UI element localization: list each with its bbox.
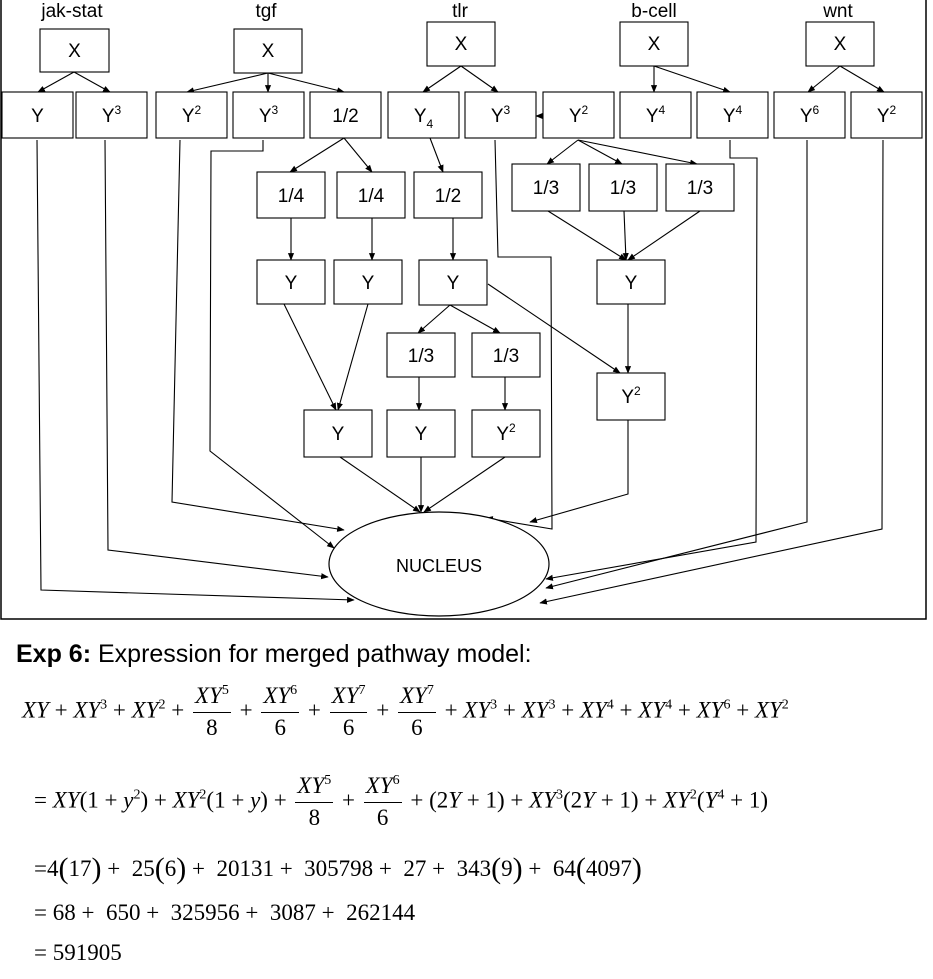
- svg-text:Y2: Y2: [569, 103, 589, 127]
- svg-text:Y: Y: [31, 106, 44, 127]
- svg-text:Y: Y: [332, 424, 345, 445]
- diagram-frame: [0, 0, 927, 620]
- expression-line-3: =4(17) + 25(6) + 20131 + 305798 + 27 + 3…: [34, 852, 642, 885]
- svg-text:X: X: [68, 41, 81, 62]
- svg-text:1/2: 1/2: [332, 106, 358, 127]
- node-third: 1/3: [511, 163, 581, 212]
- svg-text:1/2: 1/2: [435, 186, 461, 207]
- node-third: 1/3: [386, 332, 456, 378]
- node-y6: Y6: [773, 91, 846, 139]
- svg-text:Y2: Y2: [496, 421, 516, 445]
- svg-text:Y: Y: [447, 273, 460, 294]
- node-y3: Y3: [464, 91, 537, 139]
- node-half: 1/2: [309, 91, 382, 139]
- svg-text:1/3: 1/3: [493, 346, 519, 367]
- node-y2: Y2: [596, 372, 666, 421]
- expression-heading-text: Expression for merged pathway model:: [97, 640, 532, 668]
- node-quarter: 1/4: [256, 171, 326, 219]
- svg-text:X: X: [262, 41, 275, 62]
- svg-text:Y: Y: [415, 424, 428, 445]
- svg-text:1/3: 1/3: [533, 178, 559, 199]
- svg-text:Y6: Y6: [800, 103, 820, 127]
- node-y: Y: [1, 91, 74, 139]
- node-y4: Y4: [387, 91, 460, 139]
- nucleus-node: NUCLEUS: [328, 511, 550, 617]
- svg-text:Y: Y: [362, 273, 375, 294]
- svg-text:X: X: [834, 34, 847, 55]
- pathway-diagram: jak-stat tgf tlr b-cell wnt: [0, 0, 927, 620]
- node-x-b-cell: X: [619, 21, 689, 67]
- pathway-label-jak-stat: jak-stat: [40, 1, 103, 22]
- node-third: 1/3: [665, 163, 735, 212]
- node-y2: Y2: [471, 409, 541, 458]
- expression-line-5: = 591905: [34, 940, 122, 965]
- connector-lines: [36, 65, 885, 605]
- node-x-tgf: X: [233, 28, 303, 74]
- svg-text:1/4: 1/4: [278, 186, 305, 207]
- svg-text:X: X: [455, 34, 468, 55]
- node-y4: Y4: [696, 91, 769, 139]
- node-y3: Y3: [75, 91, 148, 139]
- svg-text:X: X: [648, 34, 661, 55]
- node-y: Y: [596, 259, 666, 305]
- svg-text:Y2: Y2: [877, 103, 897, 127]
- node-y2: Y2: [542, 91, 615, 139]
- expression-line-4: = 68 + 650 + 325956 + 3087 + 262144: [34, 900, 416, 925]
- svg-text:Y4: Y4: [723, 103, 743, 127]
- node-y: Y: [303, 409, 373, 458]
- node-y2: Y2: [155, 91, 228, 139]
- svg-text:Y3: Y3: [259, 103, 279, 127]
- svg-text:1/4: 1/4: [358, 186, 385, 207]
- node-y4: Y4: [619, 91, 692, 139]
- svg-text:Y2: Y2: [621, 384, 641, 408]
- pathway-label-tlr: tlr: [452, 1, 469, 22]
- node-x-jak-stat: X: [39, 28, 110, 73]
- pathway-label-wnt: wnt: [822, 1, 853, 22]
- nucleus-label: NUCLEUS: [396, 556, 482, 576]
- node-y: Y: [386, 409, 456, 458]
- node-y: Y: [418, 259, 488, 306]
- node-y2: Y2: [850, 91, 923, 139]
- node-third: 1/3: [471, 332, 541, 378]
- node-x-tlr: X: [426, 21, 496, 67]
- node-y: Y: [333, 259, 403, 305]
- pathway-label-b-cell: b-cell: [631, 1, 676, 22]
- node-third: 1/3: [588, 163, 658, 212]
- svg-text:Y4: Y4: [646, 103, 666, 127]
- svg-text:Y3: Y3: [491, 103, 511, 127]
- svg-text:1/3: 1/3: [687, 178, 713, 199]
- expression-heading: Exp 6: Expression for merged pathway mod…: [16, 640, 532, 669]
- expression-heading-label: Exp 6:: [16, 640, 92, 668]
- node-y3: Y3: [232, 91, 305, 139]
- svg-text:1/3: 1/3: [408, 346, 434, 367]
- node-half: 1/2: [413, 171, 483, 219]
- node-y: Y: [256, 259, 326, 305]
- pathway-label-tgf: tgf: [255, 1, 277, 22]
- svg-text:Y3: Y3: [102, 103, 122, 127]
- node-quarter: 1/4: [336, 171, 406, 219]
- svg-text:Y2: Y2: [182, 103, 202, 127]
- node-x-wnt: X: [805, 21, 875, 67]
- svg-text:Y4: Y4: [414, 106, 434, 131]
- svg-text:1/3: 1/3: [610, 178, 636, 199]
- svg-text:Y: Y: [285, 273, 298, 294]
- svg-text:Y: Y: [625, 273, 638, 294]
